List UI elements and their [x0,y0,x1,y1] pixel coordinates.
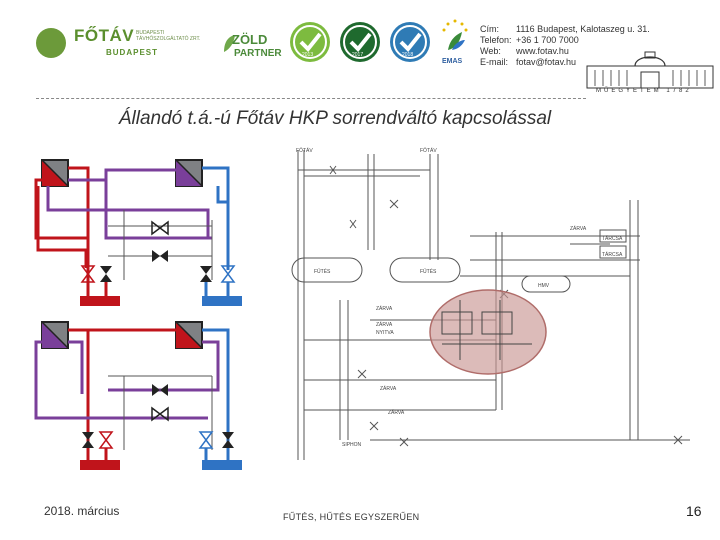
check-icon [393,25,427,59]
university-text: MŰEGYETEM 1782 [596,88,692,94]
drawing-label: ZÁRVA [388,409,405,416]
fotav-logo-subtitle: BUDAPESTI TÁVHŐSZOLGÁLTATÓ ZRT. [136,30,201,42]
supply-manifold [80,460,120,470]
emas-logo: EMAS [440,18,470,68]
emas-star-icon [442,19,468,50]
drawing-label: NYITVA [376,330,394,336]
check-icon [293,25,327,59]
heat-exchanger-unit [175,321,203,349]
zold-word: ZÖLD [232,32,268,47]
valve-icon [152,384,168,396]
colored-schematic [34,159,242,470]
highlight-ellipse [429,289,547,375]
pipe-stubs [86,282,230,296]
pipe-stubs [86,448,230,460]
drawing-label: FŰTÉS [420,268,437,275]
valve-pair [80,265,112,283]
contact-phone: Telefon: +36 1 700 7000 [480,35,670,46]
badge-2017: 2017 [340,22,380,62]
highlight-detail [441,300,532,360]
return-manifold [202,460,242,470]
valve-pair [82,431,114,449]
contact-block: Cím: 1116 Budapest, Kalotaszeg u. 31. Tel… [480,24,670,68]
badge-2013: 2013 [290,22,330,62]
badge-year: 2018 [402,52,414,58]
drawing-label: ZÁRVA [376,305,393,312]
contact-key: Web: [480,46,501,56]
supply-manifold [80,296,120,306]
leaf-icon [224,35,235,52]
heat-exchanger-unit [41,159,69,187]
drawing-lines [291,150,690,460]
page-number: 16 [686,503,702,519]
valve-icon [152,250,168,262]
drawing-label: FŐTÁV [296,147,313,154]
pipe-network-bottom [34,328,230,462]
contact-web: Web: www.fotav.hu [480,46,670,57]
drawing-label: FŰTÉS [314,268,331,275]
valve-icon [151,406,169,422]
badge-year: 2013 [302,52,314,58]
contact-value: +36 1 700 7000 [516,35,579,45]
return-manifold [202,296,242,306]
contact-key: Telefon: [480,35,512,45]
contact-email: E-mail: fotav@fotav.hu [480,57,670,68]
drawing-label: HMV [538,283,550,289]
technical-drawing: FŐTÁV FŐTÁV ZÁRVA TÁRCSA TÁRCSA FŰTÉS FŰ… [291,147,690,460]
university-building-icon [586,51,714,89]
drawing-label: FŐTÁV [420,147,437,154]
contact-address: Cím: 1116 Budapest, Kalotaszeg u. 31. [480,24,670,35]
check-icon [343,25,377,59]
contact-value: fotav@fotav.hu [516,57,577,67]
badge-year: 2017 [352,52,364,58]
heat-exchanger-unit [175,159,203,187]
heat-exchanger-unit [41,321,69,349]
fotav-logo: FŐTÁV BUDAPESTI TÁVHŐSZOLGÁLTATÓ ZRT. BU… [36,26,206,62]
header-divider [36,98,586,99]
emas-text: EMAS [442,58,463,65]
footer-caption: FŰTÉS, HŰTÉS EGYSZERŰEN [283,512,420,522]
zold-partner-logo: ZÖLD PARTNER [222,28,282,64]
partner-word: PARTNER [234,48,282,59]
valve-icon [151,220,169,236]
drawing-label: ZÁRVA [570,225,587,232]
fotav-logo-city: BUDAPEST [106,48,159,57]
contact-key: E-mail: [480,57,509,67]
header: FŐTÁV BUDAPESTI TÁVHŐSZOLGÁLTATÓ ZRT. BU… [0,0,720,100]
drawing-label: TÁRCSA [602,235,623,242]
drawing-label: SIPHON [342,442,362,448]
fotav-logo-icon [36,28,66,58]
drawing-label: ZÁRVA [380,385,397,392]
fotav-logo-word: FŐTÁV [74,26,135,45]
footer-date: 2018. március [44,504,120,518]
badge-2018: 2018 [390,22,430,62]
contact-value: 1116 Budapest, Kalotaszeg u. 31. [516,24,650,34]
contact-key: Cím: [480,24,499,34]
page-title: Állandó t.á.-ú Főtáv HKP sorrendváltó ka… [118,108,552,129]
drawing-label: ZÁRVA [376,321,393,328]
drawing-label: TÁRCSA [602,251,623,258]
contact-value: www.fotav.hu [516,46,569,56]
